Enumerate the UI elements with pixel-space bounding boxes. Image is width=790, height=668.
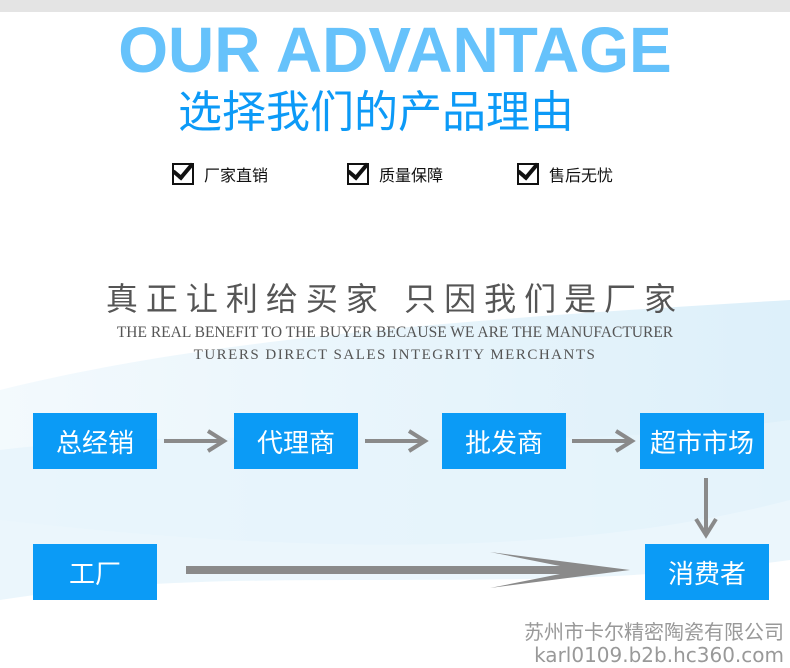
arrow-icon	[572, 429, 636, 453]
feature-label: 质量保障	[379, 166, 444, 185]
feature-item: 售后无忧	[517, 162, 613, 186]
title-cn: 选择我们的产品理由	[168, 88, 584, 138]
arrow-icon	[164, 429, 228, 453]
top-bar	[0, 0, 790, 12]
checkbox-icon	[347, 163, 369, 185]
slogan-en-2: TURERS DIRECT SALES INTEGRITY MERCHANTS	[193, 347, 597, 363]
flow-box-distributor: 总经销	[33, 413, 157, 469]
title-en: OUR ADVANTAGE	[118, 14, 672, 86]
flow-box-factory: 工厂	[33, 544, 157, 600]
slogan-cn: 真正让利给买家 只因我们是厂家	[105, 280, 685, 318]
arrow-icon	[365, 429, 429, 453]
flow-box-agent: 代理商	[234, 413, 358, 469]
wave-background	[0, 300, 790, 600]
company-url[interactable]: karl0109.b2b.hc360.com	[534, 643, 784, 667]
arrow-icon	[694, 478, 718, 539]
checkbox-icon	[172, 163, 194, 185]
checkbox-icon	[517, 163, 539, 185]
flow-box-wholesaler: 批发商	[442, 413, 566, 469]
company-name: 苏州市卡尔精密陶瓷有限公司	[524, 620, 784, 644]
flow-box-supermarket: 超市市场	[640, 413, 764, 469]
slogan-en-1: THE REAL BENEFIT TO THE BUYER BECAUSE WE…	[116, 324, 674, 341]
long-arrow-icon	[186, 552, 630, 588]
feature-label: 厂家直销	[204, 166, 269, 185]
feature-label: 售后无忧	[549, 166, 614, 185]
feature-item: 质量保障	[347, 162, 443, 186]
feature-item: 厂家直销	[172, 162, 268, 186]
flow-box-consumer: 消费者	[645, 544, 769, 600]
